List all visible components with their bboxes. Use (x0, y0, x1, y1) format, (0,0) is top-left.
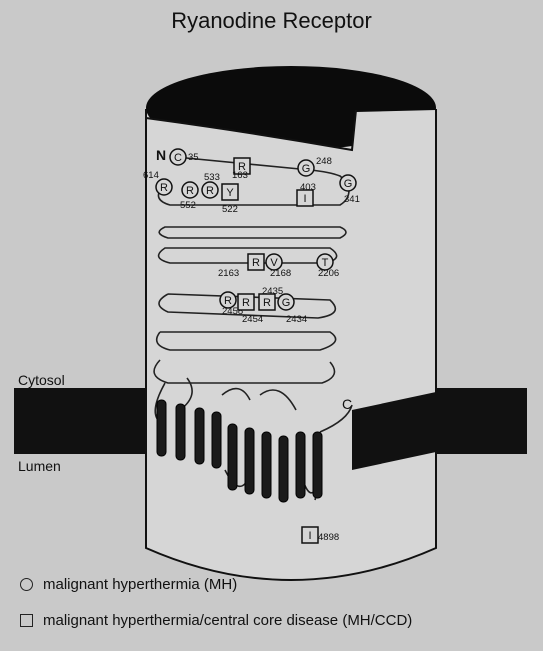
square-symbol-icon (20, 614, 33, 627)
mutation-residue: R (224, 295, 232, 307)
mutation-position: 248 (316, 156, 332, 167)
mutation-position: 522 (222, 204, 238, 215)
tm-helix (227, 423, 238, 491)
mutation-marker-square (247, 253, 265, 271)
mutation-position: 552 (180, 200, 196, 211)
mutation-residue: R (242, 297, 250, 309)
mutation-position: 2163 (218, 268, 239, 279)
mutation-marker-square (296, 189, 314, 207)
membrane-band-right (436, 388, 527, 454)
tm-helix (278, 435, 289, 503)
mutation-position: 2458 (222, 306, 243, 317)
circle-symbol-icon (20, 578, 33, 591)
mutation-residue: R (238, 161, 246, 173)
mutation-position: 533 (204, 172, 220, 183)
transmembrane-helices (156, 399, 323, 503)
mutation-marker-circle (297, 159, 315, 177)
mutation-marker-circle (316, 253, 334, 271)
cylinder-opening (146, 110, 436, 470)
mutation-position: 2434 (286, 314, 307, 325)
tm-helix (312, 431, 323, 499)
mutation-position: 2435 (262, 286, 283, 297)
mutation-residue: C (174, 152, 182, 164)
membrane-band-left (14, 388, 146, 454)
mutation-residue: R (263, 297, 271, 309)
mutation-position: 163 (232, 170, 248, 181)
cytosol-label: Cytosol (18, 372, 65, 388)
mutation-residue: V (270, 257, 278, 269)
mutation-position: 2454 (242, 314, 263, 325)
mutation-position: 4898 (318, 532, 339, 543)
mutation-marker-circle (169, 148, 187, 166)
mutation-marker-circle (265, 253, 283, 271)
mutation-residue: G (344, 178, 353, 190)
mutation-marker-square (258, 293, 276, 311)
mutation-marker-square (237, 293, 255, 311)
tm-helix (211, 411, 222, 469)
mutation-marker-circle (339, 174, 357, 192)
mutation-marker-circle (155, 178, 173, 196)
mutation-position: 403 (300, 182, 316, 193)
mutation-marker-square (221, 183, 239, 201)
tm-helix (295, 431, 306, 499)
opening-rim (145, 109, 357, 152)
mutation-residue: Y (226, 187, 234, 199)
diagram-title: Ryanodine Receptor (171, 8, 372, 33)
mutation-marker-circle (181, 181, 199, 199)
lumen-label: Lumen (18, 458, 61, 474)
mutation-position: 341 (344, 194, 360, 205)
mutation-residue: G (302, 163, 311, 175)
legend-item-mh: malignant hyperthermia (MH) (20, 576, 237, 593)
mutation-residue: R (206, 185, 214, 197)
membrane-band-front (352, 392, 436, 470)
mutation-marker-square (233, 157, 251, 175)
mutation-residue: R (252, 257, 260, 269)
tm-helix (244, 427, 255, 495)
mutation-marker-square (301, 526, 319, 544)
mutation-position: 2206 (318, 268, 339, 279)
n-terminus-label: N (156, 147, 167, 163)
mutation-residue: G (282, 297, 291, 309)
c-terminus-label: C (342, 396, 353, 412)
mutation-residue: T (322, 257, 329, 269)
mutation-position: 35 (188, 152, 199, 163)
tm-helix (194, 407, 205, 465)
legend-item-mh-ccd: malignant hyperthermia/central core dise… (20, 612, 412, 629)
legend-text: malignant hyperthermia (MH) (43, 576, 238, 593)
mutation-residue: I (308, 530, 311, 542)
tm-helix (261, 431, 272, 499)
mutation-marker-circle (277, 293, 295, 311)
tm-helix (156, 399, 167, 457)
mutation-marker-circle (219, 291, 237, 309)
mutation-residue: R (160, 182, 168, 194)
mutation-residue: R (186, 185, 194, 197)
legend-text: malignant hyperthermia/central core dise… (43, 612, 413, 629)
mutation-residue: I (303, 193, 306, 205)
mutation-marker-circle (201, 181, 219, 199)
mutation-position: 614 (143, 170, 159, 181)
mutation-position: 2168 (270, 268, 291, 279)
tm-helix (175, 403, 186, 461)
